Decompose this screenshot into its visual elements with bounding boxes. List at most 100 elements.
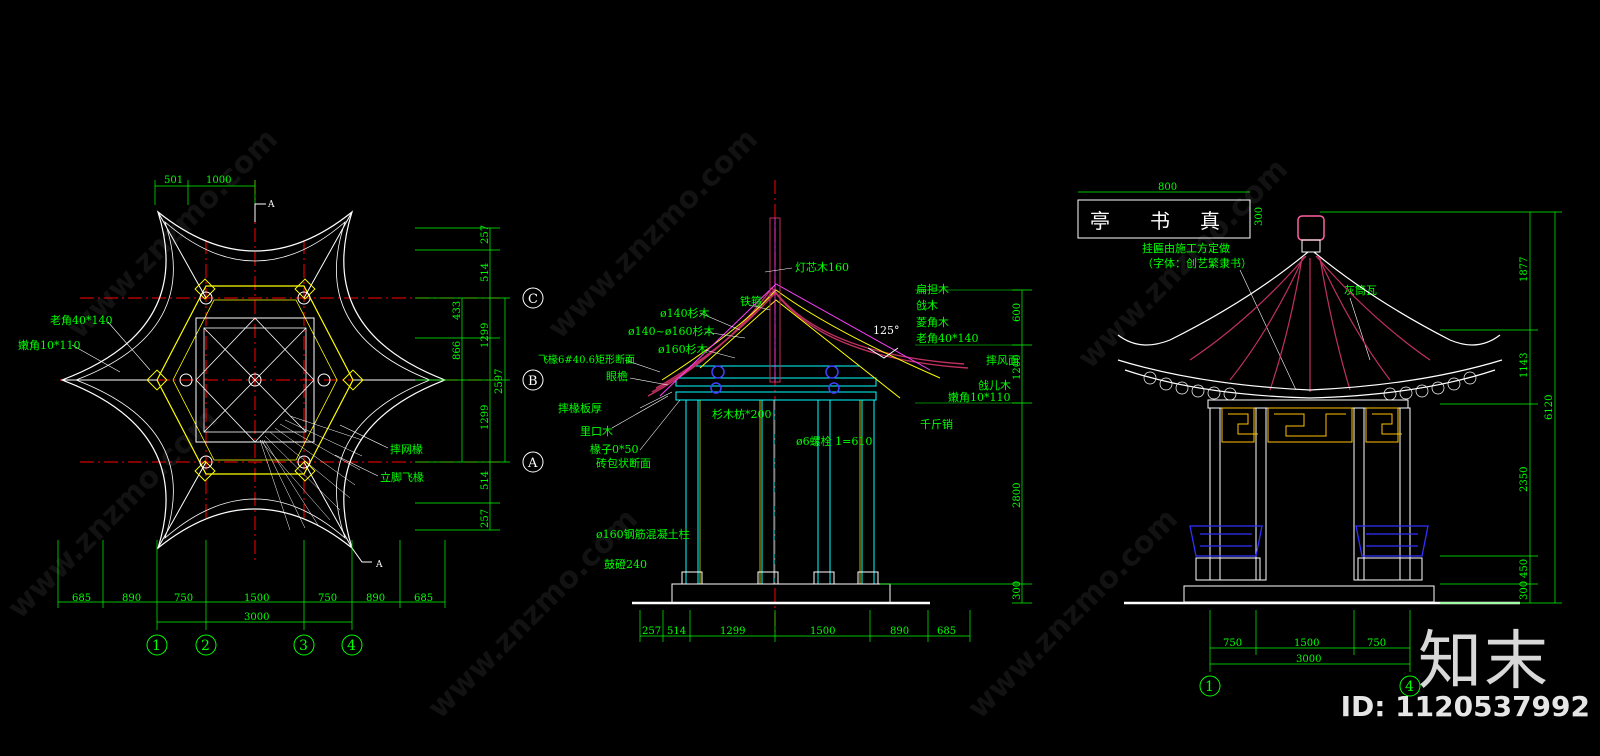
label-section: 里口木 [580, 425, 613, 438]
dim-bottom: 890 [122, 593, 141, 604]
dim-right: 300 [1519, 581, 1530, 600]
section-marker [254, 203, 266, 222]
dim-bottom: 890 [366, 593, 385, 604]
dim-bottom: 685 [937, 626, 956, 637]
label-section-right: 老角40*140 [916, 332, 979, 345]
dim-right: 2800 [1012, 483, 1023, 508]
label-iron-hoop: 铁箍 [740, 294, 762, 308]
axis-label: B [528, 374, 538, 389]
corner-ridge [157, 461, 207, 549]
dim-bottom: 1500 [810, 626, 835, 637]
label-section-right: 千斤销 [920, 417, 953, 431]
plan-dims-bottom [57, 540, 446, 630]
section-mark-top: A [267, 200, 275, 210]
label-section-right: 菱角木 [916, 316, 949, 329]
dim-right: 1200 [1012, 355, 1023, 380]
plan-dims-right [415, 227, 510, 531]
column-circle [199, 291, 213, 305]
dim-right: 514 [480, 263, 491, 282]
bench [1357, 557, 1423, 581]
label-section-mid: 杉木枋*200 [712, 407, 772, 421]
dim-right: 450 [1519, 559, 1530, 578]
tie-beam [675, 377, 877, 387]
section-joints [710, 365, 840, 394]
dim-bottom: 514 [667, 626, 686, 637]
section-view: 125° ø140杉木 ø140~ø160杉木 ø160杉木 飞椽6#40.6矩… [538, 180, 1032, 642]
column-circle [248, 373, 262, 387]
axis-label: C [528, 292, 538, 307]
column-base [681, 571, 703, 585]
dim-right: 300 [1012, 581, 1023, 600]
dim-right: 1299 [480, 405, 491, 430]
corner-ridge [303, 211, 353, 299]
column-base [813, 571, 835, 585]
dim-bottom: 685 [414, 593, 433, 604]
label-section: ø140杉木 [660, 306, 710, 320]
dim-right: 514 [480, 471, 491, 490]
column-circle [297, 291, 311, 305]
plan-brace [195, 317, 256, 381]
axis-bubble-1 [146, 634, 168, 656]
label-section-right: 扁担木 [916, 282, 949, 296]
axis-label: 4 [1405, 679, 1414, 695]
label-section: ø160钢筋混凝土柱 [596, 527, 690, 541]
note-font: （字体：创艺繁隶书） [1142, 256, 1252, 270]
dim-bottom: 257 [642, 626, 661, 637]
plan-frame-inner [203, 327, 307, 433]
plaque-char: 真 [1200, 209, 1220, 233]
label-section-mid: ø6螺栓 1=610 [796, 434, 872, 448]
plan-view: 老角40*140 嫩角10*110 摔网椽 立脚飞椽 501 1000 A A [18, 175, 544, 656]
label-rafter: 摔网椽 [390, 442, 423, 456]
column-circle [297, 455, 311, 469]
label-tile: 灰筒瓦 [1344, 283, 1377, 297]
tie-beam [675, 391, 877, 401]
corner-ridge [303, 461, 353, 549]
finial [1297, 215, 1325, 241]
dim-right: 866 [452, 341, 463, 360]
dim-right: 1877 [1519, 257, 1530, 282]
axis-label: 1 [1205, 679, 1214, 695]
section-columns [685, 399, 875, 585]
dim-right: 2350 [1519, 467, 1530, 492]
axis-label: 1 [152, 638, 161, 654]
plan-brace [203, 327, 307, 433]
label-section-right: 摔风面 [986, 353, 1019, 367]
bench [1195, 557, 1261, 581]
dim-bottom: 1299 [720, 626, 745, 637]
hexagon-beam-inner [172, 299, 338, 461]
label-section: ø160杉木 [658, 342, 708, 356]
dim-total: 3000 [244, 612, 269, 623]
railings [1189, 525, 1429, 557]
watermark-text: www.znzmo.com [961, 502, 1185, 726]
dim-bottom: 750 [318, 593, 337, 604]
elevation-view: 800 300 亭 书 真 挂匾由施工方定做 （字体：创艺繁隶书） 灰筒瓦 [1077, 182, 1562, 697]
dim-bottom: 1500 [1294, 638, 1319, 649]
elevation-base [1183, 585, 1435, 603]
label-section-right: 嫩角10*110 [948, 390, 1011, 404]
plaque-char: 亭 [1090, 209, 1110, 233]
corner-ridge [157, 211, 207, 299]
label-flying-rafter: 立脚飞椽 [380, 470, 424, 484]
label-section: ø140~ø160杉木 [628, 324, 714, 338]
corner-node [342, 369, 364, 391]
label-tender-corner-beam: 嫩角10*110 [18, 338, 81, 352]
watermark-brand: 知末 [1418, 625, 1550, 699]
watermark-id: ID: 1120537992 [1340, 690, 1590, 723]
axis-label: 2 [201, 638, 210, 654]
axis-bubble-1 [1199, 675, 1221, 697]
corner-node [146, 369, 168, 391]
plaque-dim: 800 [1158, 182, 1177, 193]
dim-right: 600 [1012, 303, 1023, 322]
label-section-right: 戗木 [916, 299, 938, 312]
axis-bubble-A [522, 451, 544, 473]
label-section: 鼓磴240 [604, 557, 647, 571]
axis-label: 4 [347, 638, 356, 654]
watermark-text: www.znzmo.com [61, 122, 285, 346]
axis-bubble-B [522, 369, 544, 391]
label-old-corner-beam: 老角40*140 [50, 314, 113, 327]
dim-right: 1299 [480, 323, 491, 348]
dim-right: 1143 [1519, 353, 1530, 378]
dim-bottom: 685 [72, 593, 91, 604]
dim-bottom: 890 [890, 626, 909, 637]
